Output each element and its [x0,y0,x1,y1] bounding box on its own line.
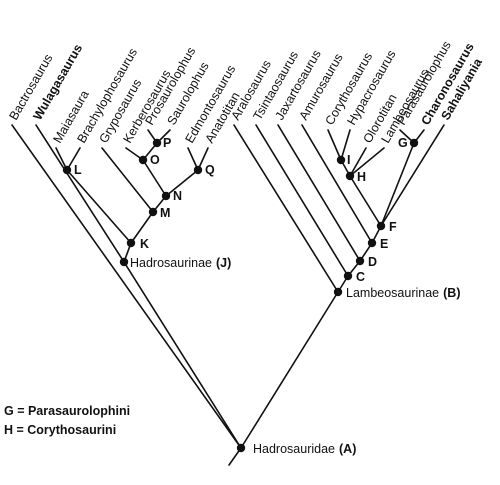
node-letter-q: Q [205,163,215,177]
node-h-dot [345,171,355,181]
node-letter-p: P [163,136,171,150]
clade-label-hadrosauridae: Hadrosauridae (A) [253,442,356,456]
branch-sahaliyania [380,124,445,227]
node-j-dot [119,257,129,267]
branch-aralosaurus [233,124,339,293]
node-letter-f: F [389,220,397,234]
clade-name-hadrosaurinae: Hadrosaurinae [130,256,212,270]
node-letter-c: C [356,270,365,284]
branch-corythosaurus [327,129,342,161]
node-letter-o: O [150,153,160,167]
clade-code-hadrosaurinae: (J) [216,256,231,270]
branch-f-g [380,142,415,227]
clade-code-lambeosaurinae: (B) [443,286,460,300]
legend-corythosaurini: H = Corythosaurini [4,423,117,437]
branch-bactrosaurus [11,124,242,449]
branch-amurosaurus [301,124,373,244]
clade-label-lambeosaurinae: Lambeosaurinae (B) [346,286,460,300]
branch-n-q [165,169,199,197]
node-a-dot [236,443,246,453]
node-g-dot [409,138,419,148]
branch-gryposaurus [101,147,154,213]
node-letter-e: E [380,237,388,251]
node-d-dot [355,256,365,266]
node-c-dot [343,271,353,281]
branch-olorotitan [349,147,367,177]
node-l-dot [62,165,72,175]
branch-k-l [66,169,132,244]
clade-name-hadrosauridae: Hadrosauridae [253,442,335,456]
clade-code-hadrosauridae: (A) [339,442,356,456]
branch-a-j [123,261,242,449]
branch-tsintaosaurus [255,124,349,277]
branch-f-h [349,175,382,227]
node-letter-m: M [160,206,170,220]
node-o-dot [138,155,148,165]
branch-brachylophosaurus [66,147,81,171]
branch-lambeosaurus [349,147,385,177]
node-i-dot [336,155,346,165]
node-b-dot [333,287,343,297]
node-f-dot [376,221,386,231]
node-m-dot [148,207,158,217]
branch-hypacrosaurus [340,129,351,161]
clade-name-lambeosaurinae: Lambeosaurinae [346,286,439,300]
legend-parasaurolophini: G = Parasaurolophini [4,404,131,418]
node-n-dot [161,191,171,201]
branch-wulagasaurus [35,124,125,263]
branch-n-o [142,159,167,197]
node-k-dot [126,238,136,248]
clade-label-hadrosaurinae: Hadrosaurinae (J) [130,256,231,270]
node-letter-l: L [74,163,82,177]
node-letter-k: K [140,237,149,251]
node-e-dot [367,238,377,248]
node-q-dot [193,165,203,175]
branch-jaxartosaurus [277,124,361,262]
node-p-dot [152,138,162,148]
node-letter-d: D [368,255,377,269]
node-letter-n: N [173,189,182,203]
branch-a-b [240,291,339,449]
node-letter-h: H [357,170,366,184]
node-letter-i: I [347,153,350,167]
branch-k-m [130,211,154,244]
node-letter-g: G [398,136,408,150]
